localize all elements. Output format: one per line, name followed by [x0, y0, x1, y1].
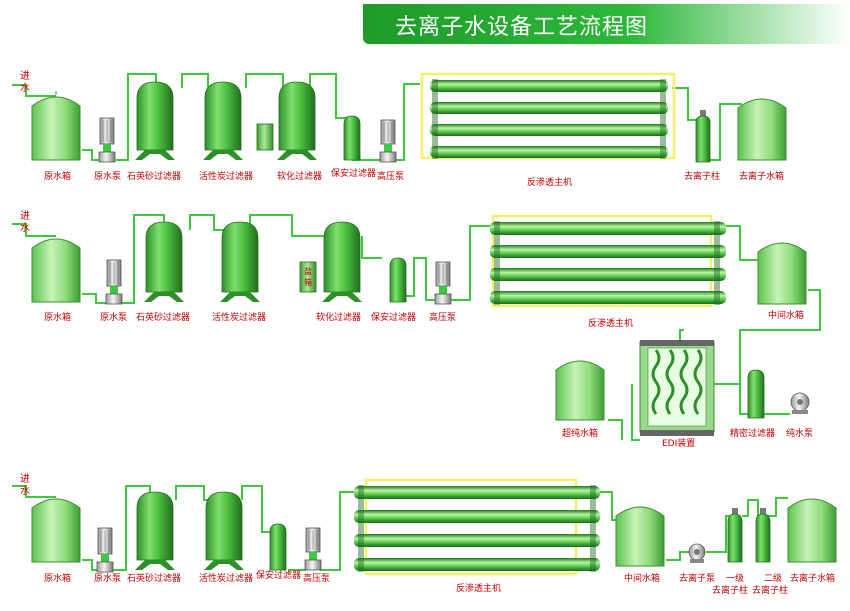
label-security-filter: 保安过滤器: [331, 167, 376, 179]
label-edi-device: EDI装置: [662, 437, 695, 449]
quartz-sand-filter: [135, 81, 175, 160]
raw-water-pump: [105, 259, 123, 305]
label-deionization-pump: 去离子泵: [679, 572, 715, 584]
intermediate-water-tank: [757, 242, 807, 305]
second-stage-deionization-column: [755, 508, 771, 563]
label-high-pressure-pump: 高压泵: [429, 311, 456, 323]
label-activated-carbon-filter: 活性炭过滤器: [199, 170, 253, 182]
inlet-label: 进: [20, 70, 30, 82]
label-quartz-sand-filter: 石英砂过滤器: [127, 170, 181, 182]
label-raw-water-tank: 原水箱: [44, 311, 71, 323]
label-raw-water-tank: 原水箱: [44, 572, 71, 584]
ro-main-unit: [354, 478, 600, 576]
label-ro-main-unit: 反渗透主机: [456, 582, 501, 594]
activated-carbon-filter: [220, 221, 260, 302]
label-raw-water-tank: 原水箱: [44, 170, 71, 182]
label-ro-main-unit: 反渗透主机: [588, 317, 633, 329]
label-security-filter: 保安过滤器: [256, 569, 301, 581]
deionization-pump: [688, 543, 706, 563]
label-raw-water-pump: 原水泵: [94, 572, 121, 584]
ro-main-unit: [420, 72, 676, 160]
raw-water-tank: [31, 498, 81, 563]
label-activated-carbon-filter: 活性炭过滤器: [199, 572, 253, 584]
label-security-filter: 保安过滤器: [371, 311, 416, 323]
inlet-label: 水: [20, 222, 30, 234]
inlet-label: 水: [20, 485, 30, 497]
label-intermediate-water-tank: 中间水箱: [624, 572, 660, 584]
security-filter: [389, 257, 407, 303]
page-title: 去离子水设备工艺流程图: [395, 15, 649, 40]
label-intermediate-water-tank: 中间水箱: [768, 309, 804, 321]
row-1: 进 水 原水箱 原水泵 石英砂过滤器 活性炭过滤器 软化过滤器 保安过滤器 高压…: [12, 70, 787, 188]
pipe: [12, 73, 742, 161]
precision-filter: [747, 369, 765, 419]
softening-filter: [299, 221, 362, 302]
inlet-label: 进: [20, 473, 30, 485]
deionized-water-tank: [737, 98, 787, 161]
label-deionized-water-tank: 去离子水箱: [739, 170, 784, 182]
label-activated-carbon-filter: 活性炭过滤器: [212, 311, 266, 323]
label-softening-filter: 软化过滤器: [277, 170, 322, 182]
label-precision-filter: 精密过滤器: [730, 427, 775, 439]
deionized-water-tank: [787, 498, 837, 563]
label-softening-filter: 软化过滤器: [316, 311, 361, 323]
inlet-label: 水: [20, 82, 30, 94]
ro-main-unit: [490, 214, 726, 308]
salt-tank-label: 盐: [304, 266, 312, 276]
label-first-stage: 一级: [726, 572, 744, 584]
quartz-sand-filter: [135, 491, 175, 570]
label-raw-water-pump: 原水泵: [94, 170, 121, 182]
label-raw-water-pump: 原水泵: [100, 311, 127, 323]
label-quartz-sand-filter: 石英砂过滤器: [136, 311, 190, 323]
first-stage-deionization-column: [727, 508, 743, 563]
quartz-sand-filter: [144, 221, 184, 302]
salt-tank-label: 箱: [304, 277, 312, 287]
activated-carbon-filter: [203, 81, 243, 160]
label-quartz-sand-filter: 石英砂过滤器: [127, 572, 181, 584]
activated-carbon-filter: [204, 491, 244, 570]
pure-water-pump: [790, 392, 810, 414]
softening-filter: [256, 81, 317, 160]
title-banner: [363, 4, 850, 44]
pipe: [12, 214, 821, 441]
intermediate-water-tank: [615, 506, 665, 567]
security-filter: [269, 523, 287, 571]
high-pressure-pump: [434, 261, 452, 305]
raw-water-tank: [31, 91, 81, 161]
raw-water-tank: [31, 238, 81, 303]
label-high-pressure-pump: 高压泵: [377, 170, 404, 182]
label-first-stage-column: 去离子柱: [712, 584, 748, 596]
deionization-column: [695, 110, 711, 163]
label-second-stage: 二级: [764, 572, 782, 584]
label-second-stage-column: 去离子柱: [752, 584, 788, 596]
label-deionized-water-tank: 去离子水箱: [790, 572, 835, 584]
label-pure-water-pump: 纯水泵: [786, 427, 813, 439]
high-pressure-pump: [304, 527, 322, 571]
label-ultrapure-water-tank: 超纯水箱: [562, 427, 598, 439]
label-ro-main-unit: 反渗透主机: [527, 176, 572, 188]
ultrapure-water-tank: [555, 360, 605, 421]
label-high-pressure-pump: 高压泵: [303, 572, 330, 584]
security-filter: [343, 115, 361, 161]
row-3: 进 水 原水箱 原水泵 石英砂过滤器 活性炭过滤器 保安过滤器 高压泵 反渗透主…: [12, 473, 837, 596]
label-deionization-column: 去离子柱: [684, 170, 720, 182]
edi-device: [639, 340, 715, 436]
row-2: 进 水 盐 箱 原水箱 原水泵 石英砂过滤器 活性炭过滤器 软化过滤器 保安过滤…: [12, 210, 821, 449]
high-pressure-pump: [379, 119, 397, 163]
raw-water-pump: [98, 117, 116, 163]
raw-water-pump: [96, 527, 114, 573]
inlet-label: 进: [20, 210, 30, 222]
